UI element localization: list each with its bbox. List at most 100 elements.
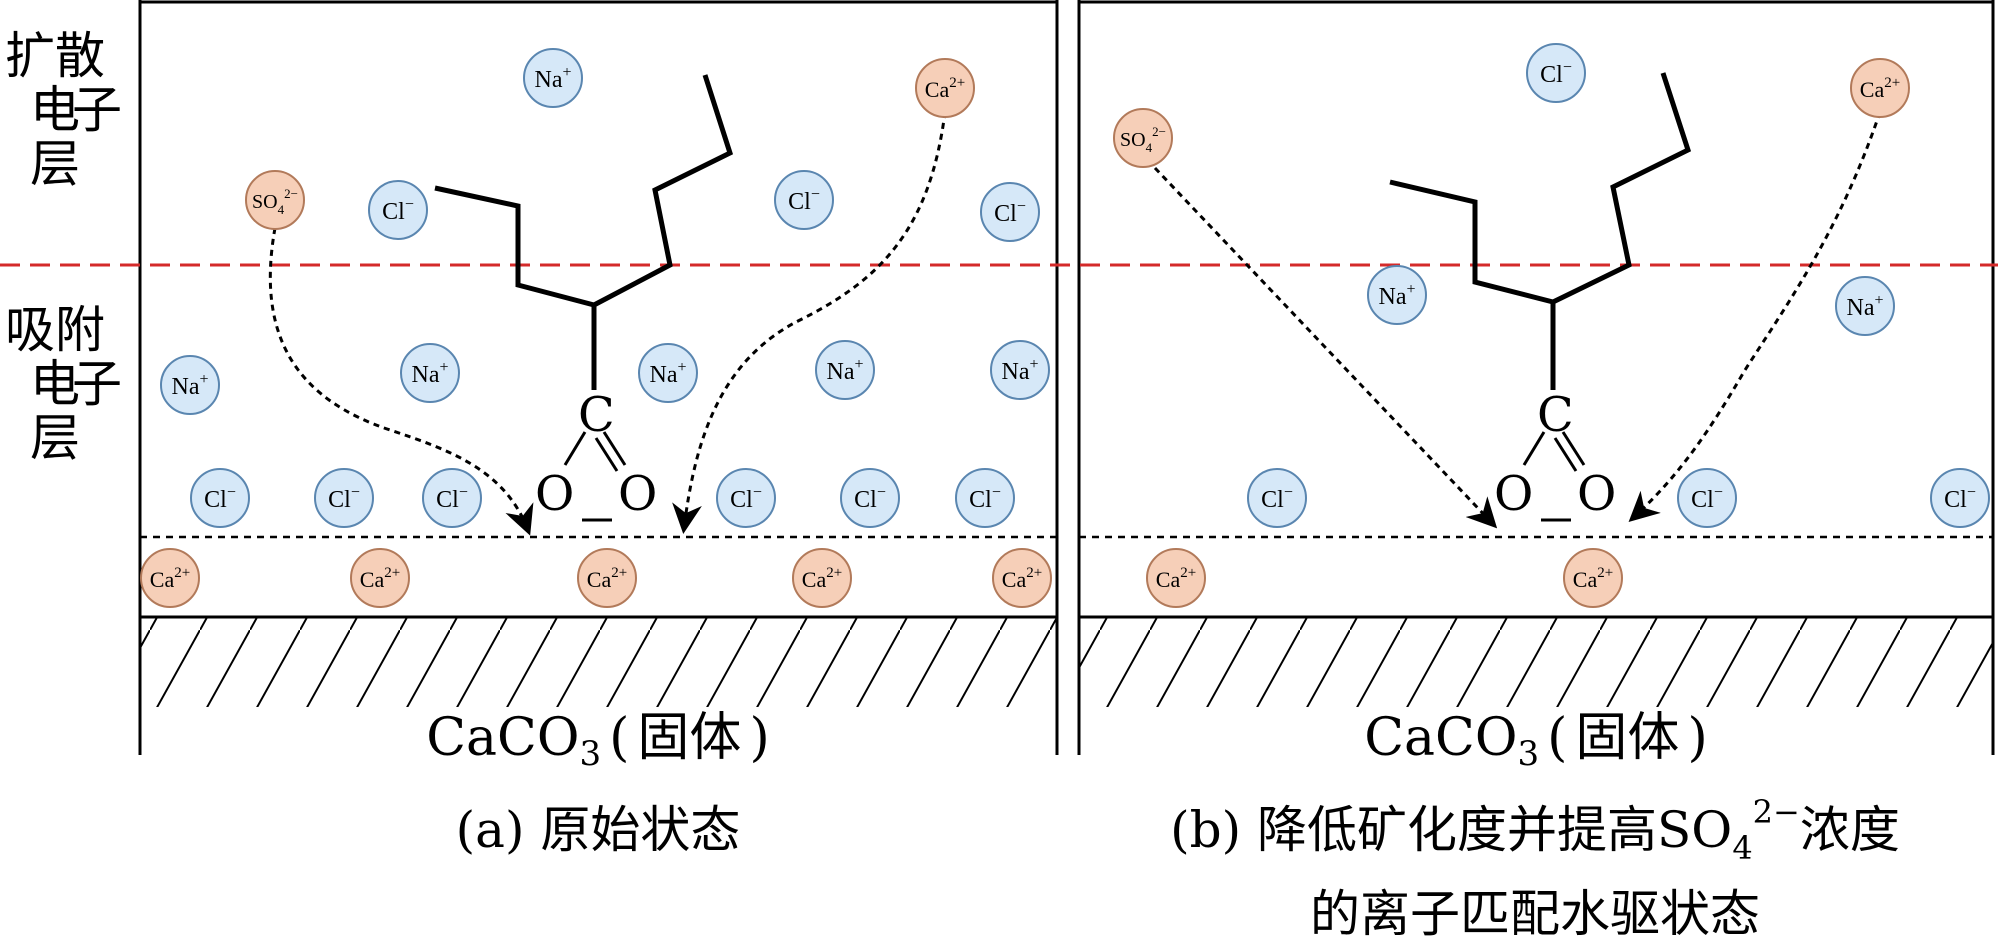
svg-text:Ca2+: Ca2+ <box>1860 75 1900 102</box>
chloride-ion: Cl− <box>190 468 250 528</box>
oxygen-atom-right: O <box>1577 466 1616 522</box>
svg-text:Cl−: Cl− <box>328 484 360 513</box>
svg-text:Na+: Na+ <box>1846 292 1883 321</box>
svg-text:Ca2+: Ca2+ <box>925 75 965 102</box>
svg-text:Cl−: Cl− <box>994 198 1026 227</box>
chloride-ion: Cl− <box>955 468 1015 528</box>
panel-a-carboxylate-atoms: C O O <box>535 387 657 522</box>
side-label-char: 吸 <box>5 301 55 359</box>
svg-text:Cl−: Cl− <box>1691 484 1723 513</box>
chloride-ion: Cl− <box>1677 468 1737 528</box>
oxygen-atom-left: O <box>535 466 574 522</box>
carbon-atom: C <box>578 387 615 443</box>
panel-b-carboxylate-atoms: C O O <box>1494 387 1616 522</box>
oxygen-atom-left: O <box>1494 466 1533 522</box>
chloride-ion: Cl− <box>422 468 482 528</box>
ca-migration-arrow-a <box>672 111 947 534</box>
svg-text:Na+: Na+ <box>171 371 208 400</box>
svg-text:Cl−: Cl− <box>788 186 820 215</box>
migration-arrows <box>268 111 1882 536</box>
chloride-ion: Cl− <box>774 170 834 230</box>
alkyl-chain-left <box>434 185 595 308</box>
panel-a <box>138 0 1059 755</box>
c-o-bond-left <box>1522 431 1546 466</box>
svg-text:Cl−: Cl− <box>1261 484 1293 513</box>
diffuse-layer-label: 扩 散 电 子 层 <box>5 27 122 193</box>
calcium-ion: Ca2+ <box>915 58 975 118</box>
svg-text:Cl−: Cl− <box>730 484 762 513</box>
caption-a: (a) 原始状态 <box>456 801 741 859</box>
c-o-bond-right-2 <box>1553 437 1578 472</box>
svg-text:Ca2+: Ca2+ <box>1156 565 1196 592</box>
svg-text:SO42−: SO42− <box>252 186 298 217</box>
svg-text:Cl−: Cl− <box>854 484 886 513</box>
calcium-ion: Ca2+ <box>350 548 410 608</box>
alkyl-chain-right <box>592 74 734 308</box>
svg-text:Na+: Na+ <box>649 359 686 388</box>
chloride-ion: Cl− <box>716 468 776 528</box>
svg-text:Cl−: Cl− <box>1540 59 1572 88</box>
svg-text:Cl−: Cl− <box>436 484 468 513</box>
sodium-ion: Na+ <box>523 48 583 108</box>
panel-a-ions: Na+ Ca2+ SO42− Cl− Cl− Cl− Na+ Na+ <box>140 48 1052 608</box>
calcium-ion: Ca2+ <box>1850 58 1910 118</box>
sodium-ion: Na+ <box>990 340 1050 400</box>
side-label-char: 子 <box>72 81 122 139</box>
panel-b-hatch <box>1079 617 1993 707</box>
svg-text:Cl−: Cl− <box>382 196 414 225</box>
chloride-ion: Cl− <box>368 180 428 240</box>
sodium-ion: Na+ <box>638 343 698 403</box>
svg-text:Na+: Na+ <box>1001 356 1038 385</box>
chloride-ion: Cl− <box>1247 468 1307 528</box>
svg-text:Ca2+: Ca2+ <box>587 565 627 592</box>
svg-text:Na+: Na+ <box>534 64 571 93</box>
chloride-ion: Cl− <box>1526 43 1586 103</box>
svg-text:Na+: Na+ <box>1378 281 1415 310</box>
svg-text:SO42−: SO42− <box>1120 124 1166 155</box>
adsorbed-layer-label: 吸 附 电 子 层 <box>5 301 122 467</box>
sodium-ion: Na+ <box>1367 265 1427 325</box>
panel-a-hatch <box>140 617 1057 707</box>
svg-text:Ca2+: Ca2+ <box>1002 565 1042 592</box>
so4-migration-arrow-a <box>268 227 534 536</box>
calcium-ion: Ca2+ <box>792 548 852 608</box>
side-label-char: 散 <box>55 27 105 85</box>
c-o-bond-left <box>563 431 587 466</box>
svg-text:Cl−: Cl− <box>969 484 1001 513</box>
panel-b-solid-label: CaCO3(固体) <box>1364 708 1707 774</box>
so4-migration-arrow-b <box>1153 166 1498 529</box>
sodium-ion: Na+ <box>1835 276 1895 336</box>
panel-b-molecule <box>1389 72 1692 522</box>
c-o-bond-right-1 <box>1561 431 1586 466</box>
svg-text:Ca2+: Ca2+ <box>360 565 400 592</box>
c-o-bond-right-1 <box>602 431 627 466</box>
side-label-char: 扩 <box>5 27 55 85</box>
svg-text:Cl−: Cl− <box>204 484 236 513</box>
ca-migration-arrow-b <box>1628 111 1882 523</box>
side-label-char: 电 <box>30 81 80 139</box>
side-label-char: 层 <box>30 409 80 467</box>
chloride-ion: Cl− <box>1930 468 1990 528</box>
alkyl-chain-right <box>1551 72 1692 305</box>
chloride-ion: Cl− <box>980 182 1040 242</box>
calcium-ion: Ca2+ <box>1563 548 1623 608</box>
svg-text:Ca2+: Ca2+ <box>802 565 842 592</box>
calcium-ion: Ca2+ <box>992 548 1052 608</box>
calcium-ion: Ca2+ <box>577 548 637 608</box>
c-o-bond-right-2 <box>594 437 619 472</box>
svg-text:Ca2+: Ca2+ <box>1573 565 1613 592</box>
panel-b-ions: Cl− Ca2+ SO42− Na+ Na+ Cl− Cl− Cl− <box>1113 43 1990 608</box>
chloride-ion: Cl− <box>840 468 900 528</box>
sodium-ion: Na+ <box>815 340 875 400</box>
sulfate-ion: SO42− <box>245 170 305 230</box>
caption-b-line1: (b) 降低矿化度并提高SO42−浓度 <box>1170 793 1900 867</box>
calcium-ion: Ca2+ <box>140 548 200 608</box>
svg-text:Ca2+: Ca2+ <box>150 565 190 592</box>
carbon-atom: C <box>1537 387 1574 443</box>
sulfate-ion: SO42− <box>1113 108 1173 168</box>
chloride-ion: Cl− <box>314 468 374 528</box>
sodium-ion: Na+ <box>160 355 220 415</box>
calcium-ion: Ca2+ <box>1146 548 1206 608</box>
sodium-ion: Na+ <box>400 343 460 403</box>
